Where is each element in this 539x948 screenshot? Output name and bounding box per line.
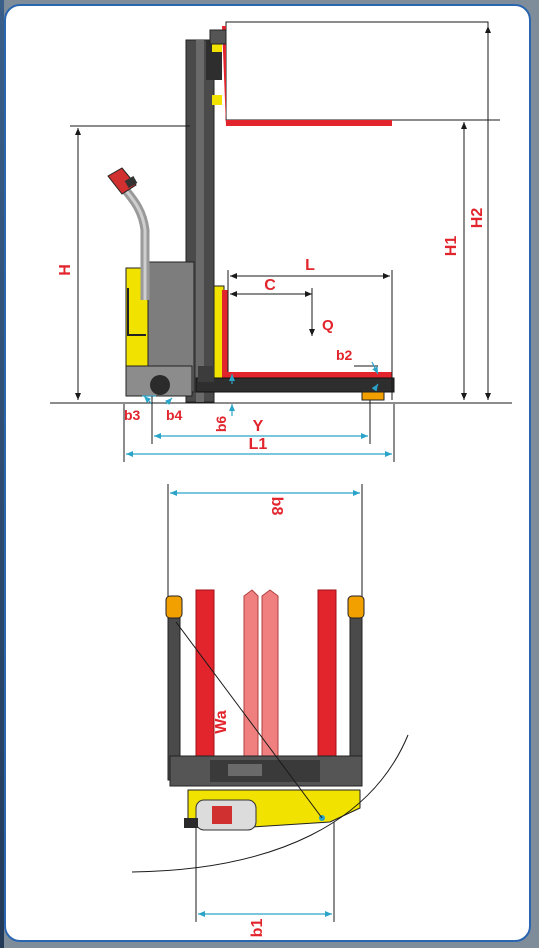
turning-radius: Wa xyxy=(131,621,409,873)
dim-b3-b4: b3 b4 xyxy=(124,395,183,423)
label-b6: b6 xyxy=(213,416,229,433)
dim-L: L xyxy=(227,257,393,400)
label-b2: b2 xyxy=(336,347,353,363)
dim-b8: b8 xyxy=(167,484,363,600)
outrigger-wheel-right xyxy=(347,595,365,619)
label-H: H xyxy=(57,264,74,276)
dim-H1: H1 xyxy=(392,119,500,400)
dim-H2: H2 xyxy=(469,26,491,400)
window-edge-stripe xyxy=(0,0,4,948)
fork-left xyxy=(195,589,215,761)
dim-C: C xyxy=(230,277,312,297)
tiller xyxy=(107,167,150,300)
label-H2: H2 xyxy=(469,208,486,229)
load-wheel xyxy=(361,391,385,401)
fork-right xyxy=(317,589,337,761)
outrigger-right xyxy=(349,603,363,781)
radius-line xyxy=(175,621,323,819)
fork-inner-right xyxy=(261,589,279,761)
top-view: b8 Wa b1 xyxy=(131,484,409,938)
label-L: L xyxy=(305,257,315,274)
dim-b2: b2 xyxy=(336,347,379,392)
label-b8: b8 xyxy=(268,497,285,516)
raised-load xyxy=(222,21,489,126)
outrigger-wheel-left xyxy=(165,595,183,619)
lowered-fork xyxy=(195,285,395,401)
label-L1: L1 xyxy=(249,436,268,453)
label-H1: H1 xyxy=(443,236,460,257)
outrigger-left xyxy=(167,603,181,781)
dim-L1: L1 xyxy=(123,404,395,462)
drive-wheel xyxy=(150,375,170,395)
dim-Y: Y xyxy=(151,396,371,444)
label-Q: Q xyxy=(322,317,334,334)
chassis xyxy=(125,261,195,397)
label-b4: b4 xyxy=(166,407,183,423)
side-view: H H1 H2 L C Q xyxy=(50,21,512,462)
dim-b6: b6 xyxy=(213,374,235,433)
label-C: C xyxy=(264,277,276,294)
fork-inner-left xyxy=(243,589,259,761)
turning-arc xyxy=(131,734,409,873)
load-Q: Q xyxy=(309,288,334,336)
label-Wa: Wa xyxy=(213,710,230,734)
label-b3: b3 xyxy=(124,407,141,423)
base-leg xyxy=(195,377,395,393)
label-b1: b1 xyxy=(249,919,266,938)
dim-H: H xyxy=(57,125,190,400)
label-Y: Y xyxy=(253,418,264,435)
dim-b1: b1 xyxy=(195,822,335,938)
